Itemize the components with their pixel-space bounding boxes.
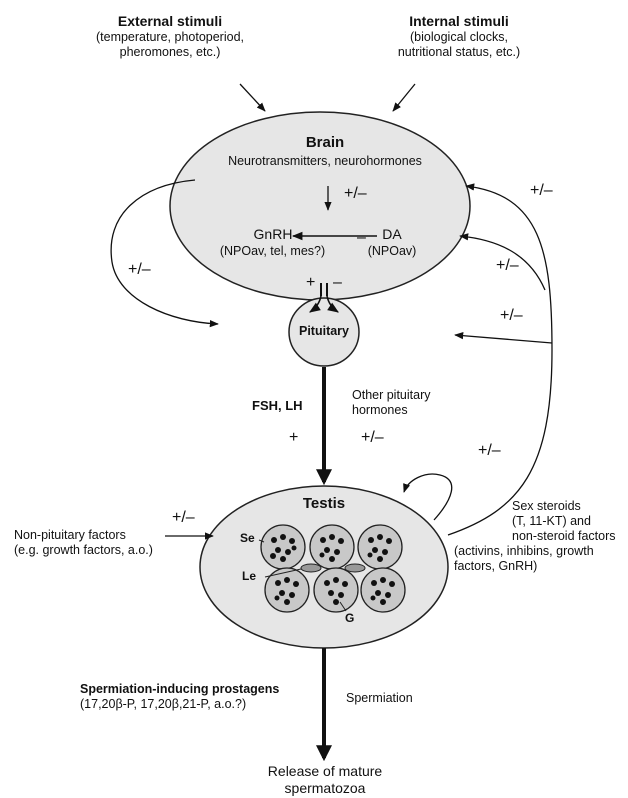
minus-sign-da: – (357, 229, 366, 246)
germ-cells (270, 534, 395, 605)
external-stimuli: External stimuli (temperature, photoperi… (95, 12, 245, 60)
pituitary-ellipse (288, 297, 360, 367)
cyst (357, 524, 403, 570)
cyst (360, 567, 406, 613)
internal-stimuli-arrow (392, 83, 416, 112)
brain-pituitary-arrow-right (326, 295, 339, 313)
other-pituitary-hormones: Other pituitary hormones (352, 388, 431, 418)
nonpituitary-line1: Non-pituitary factors (14, 528, 126, 542)
germ-label: G (345, 611, 355, 625)
cyst (264, 567, 310, 613)
brain-title: Brain (305, 134, 345, 151)
prostagens-compounds: (17,20β-P, 17,20β,21-P, a.o.?) (80, 697, 247, 711)
internal-stimuli-title: Internal stimuli (409, 13, 509, 29)
brain-pituitary-arrow-left (309, 295, 322, 313)
pm-sign-brain: +/– (344, 185, 367, 202)
external-stimuli-title: External stimuli (117, 13, 223, 29)
internal-stimuli-line2: nutritional status, etc.) (397, 45, 521, 59)
pm-sign-left-loop: +/– (128, 261, 151, 278)
seminiferous-cysts (260, 524, 406, 613)
testis-title: Testis (302, 495, 346, 512)
steroids-line1: Sex steroids (512, 499, 581, 513)
other-hormones-line1: Other pituitary (352, 388, 431, 402)
testis-feedback-pituitary (454, 332, 553, 344)
steroids-line2: (T, 11-KT) and (512, 514, 591, 528)
testis-autocrine-arrow (403, 473, 453, 521)
minus-sign-pituitary: – (333, 274, 342, 291)
other-hormones-line2: hormones (352, 403, 408, 417)
pituitary-label: Pituitary (298, 324, 349, 338)
plus-sign-pituitary: + (306, 274, 316, 291)
nonpituitary-factors: Non-pituitary factors (e.g. growth facto… (14, 528, 153, 558)
cyst (260, 524, 306, 570)
testis-feedback-long (447, 183, 553, 536)
prostagens-title: Spermiation-inducing prostagens (80, 682, 280, 696)
prostagens: Spermiation-inducing prostagens (17,20β-… (80, 682, 279, 712)
da-label: DA (382, 226, 402, 242)
gnrh-sites: (NPOav, tel, mes?) (219, 244, 326, 258)
pm-sign-nonpituitary: +/– (172, 509, 195, 526)
steroids-line5: factors, GnRH) (454, 559, 538, 573)
external-stimuli-line1: (temperature, photoperiod, (95, 30, 244, 44)
leydig-cell (344, 563, 366, 573)
brain-self-feedback-arrow (110, 179, 219, 328)
sertoli-label: Se (240, 531, 255, 545)
brain-subtitle: Neurotransmitters, neurohormones (228, 154, 422, 168)
leydig-pointer (264, 568, 302, 578)
nonpituitary-line2: (e.g. growth factors, a.o.) (14, 543, 153, 557)
da-sites: (NPOav) (367, 244, 417, 258)
pm-sign-pituitary-feedback: +/– (500, 307, 523, 324)
release-label: Release of mature spermatozoa (230, 763, 420, 797)
pm-sign-top-right: +/– (530, 182, 553, 199)
internal-stimuli: Internal stimuli (biological clocks, nut… (384, 12, 534, 60)
cyst (313, 567, 359, 613)
gnrh-label: GnRH (253, 226, 293, 242)
plus-sign-fsh: + (289, 429, 299, 446)
fsh-lh-label: FSH, LH (252, 398, 303, 413)
steroids-line4: (activins, inhibins, growth (454, 544, 594, 558)
pm-sign-other-hormones: +/– (361, 429, 384, 446)
cyst (309, 524, 355, 570)
internal-stimuli-line1: (biological clocks, (410, 30, 508, 44)
pm-sign-da-feedback: +/– (496, 257, 519, 274)
leydig-cell (300, 563, 322, 573)
testis-feedback-da (459, 233, 546, 291)
germ-pointer (339, 601, 347, 612)
sertoli-pointer (258, 539, 265, 543)
sex-steroids-factors: Sex steroids (T, 11-KT) and non-steroid … (454, 499, 616, 574)
external-stimuli-line2: pheromones, etc.) (119, 45, 221, 59)
external-stimuli-arrow (239, 83, 266, 112)
steroids-line3: non-steroid factors (512, 529, 616, 543)
spermiation-label: Spermiation (346, 691, 413, 705)
leydig-label: Le (242, 569, 257, 583)
release-line2: spermatozoa (284, 780, 366, 796)
release-line1: Release of mature (267, 763, 383, 779)
pm-sign-testis-loop: +/– (478, 442, 501, 459)
